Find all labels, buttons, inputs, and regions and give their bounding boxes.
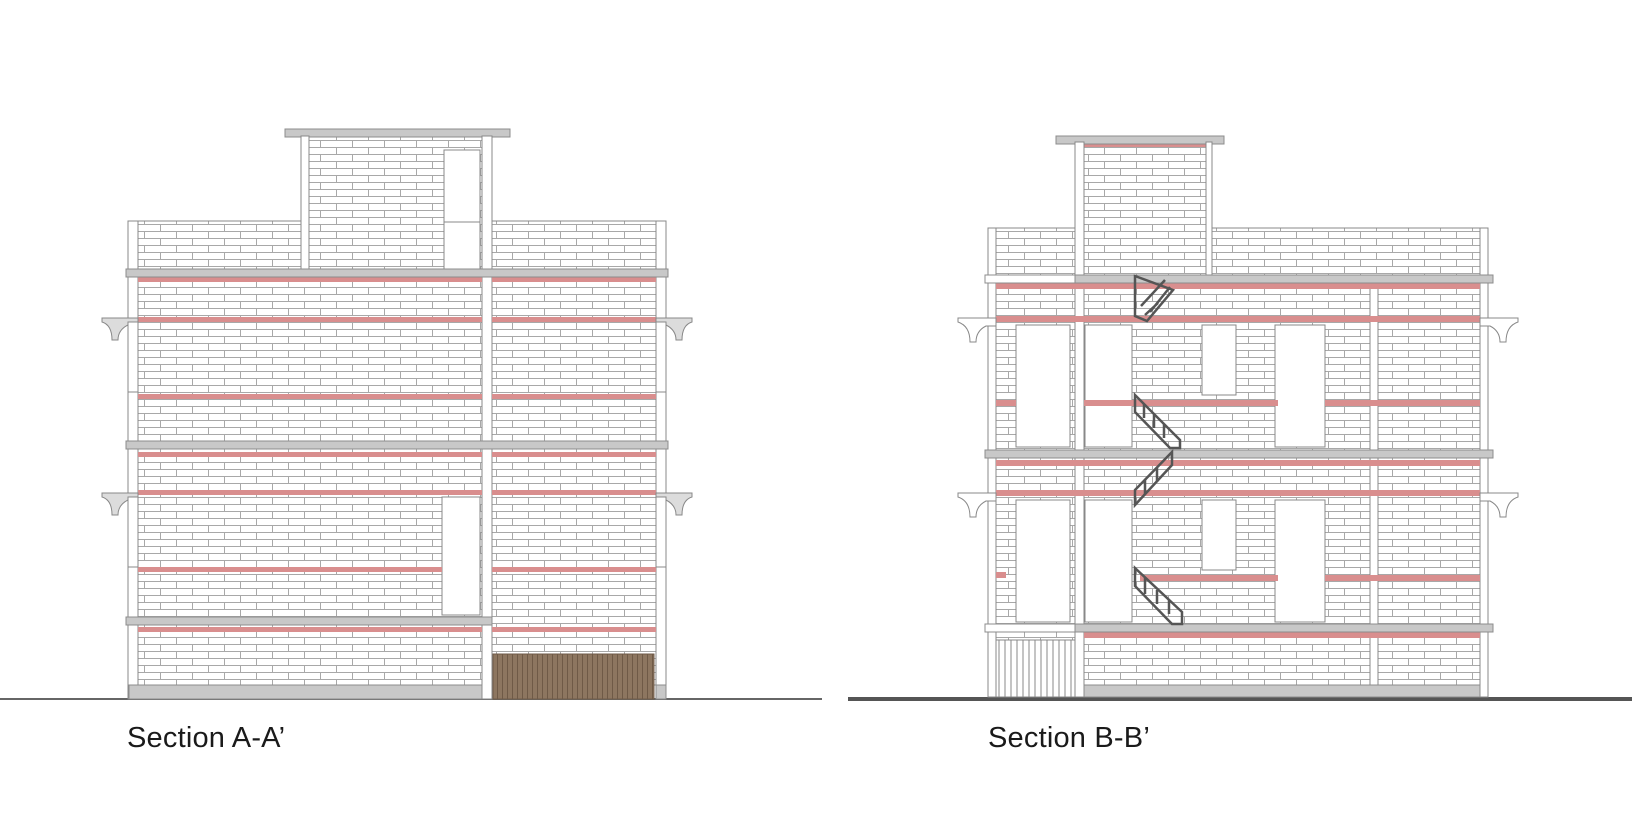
balcony-brackets-a: [101, 317, 693, 568]
section-b-drawing: [848, 135, 1632, 701]
main-wall-a: [128, 269, 665, 686]
opening-a: [441, 496, 481, 616]
tower-roof-slab-b: [1055, 135, 1225, 145]
openings-b: [1015, 324, 1326, 623]
column-mid-a: [481, 269, 493, 700]
floor-slabs-b: [984, 274, 1494, 698]
tower-roof-slab-a: [284, 128, 511, 138]
section-b-caption: Section B-B’: [988, 722, 1150, 754]
balcony-brackets-b: [957, 317, 1519, 518]
garage-door-a: [492, 653, 655, 700]
parapet-left-b: [988, 227, 1076, 277]
tower-door-a: [443, 149, 481, 270]
section-a-caption: Section A-A’: [127, 722, 286, 754]
column-right-a: [655, 220, 667, 700]
column-left-a: [127, 220, 139, 700]
parapet-right-a: [491, 220, 665, 270]
floor-slabs-a: [125, 268, 669, 700]
ring-beams-a: [138, 277, 656, 632]
stair-trusses-b: [1133, 274, 1184, 626]
ring-beams-b: [996, 283, 1480, 638]
stair-tower-b: [1074, 141, 1213, 277]
section-a-drawing: [0, 128, 822, 700]
parapet-left-a: [128, 220, 302, 270]
ground-gate-b: [988, 639, 1076, 698]
parapet-right-b: [1211, 227, 1489, 277]
